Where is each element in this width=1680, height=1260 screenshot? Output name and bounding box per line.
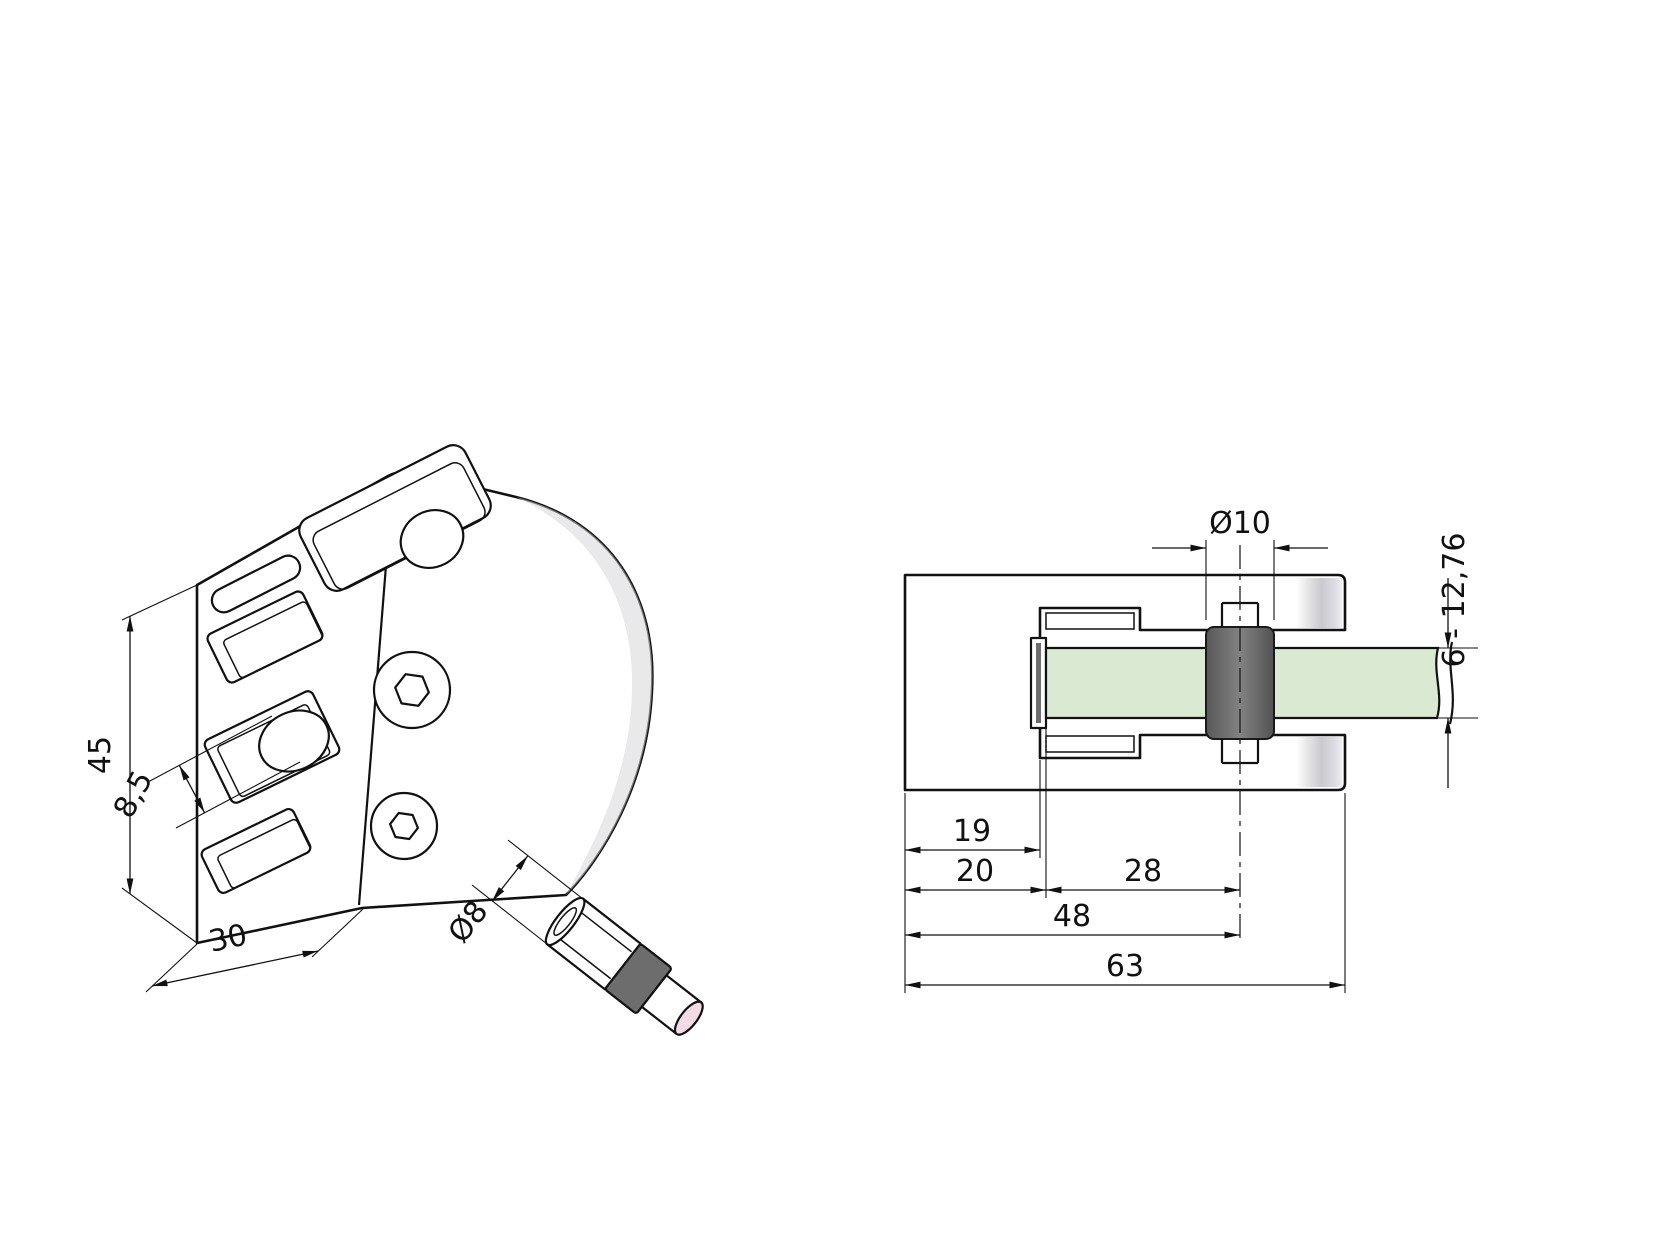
pin-tip bbox=[673, 1000, 704, 1036]
side-slot-upper bbox=[206, 590, 324, 684]
dim-depth-label: 30 bbox=[206, 918, 251, 960]
dim-glass-thickness-label: 6 - 12,76 bbox=[1437, 533, 1472, 668]
dim-height-45: 45 bbox=[83, 584, 198, 944]
jaw-shading-top bbox=[1296, 578, 1342, 628]
dim-depth-30: 30 bbox=[145, 908, 364, 993]
dim-hole-diameter-10: Ø10 bbox=[1152, 506, 1328, 620]
side-slot-lower bbox=[200, 807, 312, 895]
glass-stop-rubber bbox=[1036, 643, 1041, 723]
dim-hole-diameter-label: Ø10 bbox=[1209, 506, 1271, 541]
upper-clamp-screw bbox=[372, 650, 452, 730]
jaw-pad-top bbox=[1045, 612, 1135, 630]
dim-glass-thickness: 6 - 12,76 bbox=[1432, 533, 1478, 788]
jaw-pad-bottom bbox=[1045, 735, 1135, 753]
dim-bottom-chain: 19 20 28 48 63 bbox=[904, 726, 1346, 993]
rubber-pin bbox=[544, 896, 704, 1036]
isometric-view: 45 8,5 30 bbox=[83, 444, 654, 993]
dim-height-label: 45 bbox=[83, 736, 118, 774]
dim-48-label: 48 bbox=[1053, 899, 1091, 934]
jaw-shading-bottom bbox=[1296, 737, 1342, 787]
dim-63-label: 63 bbox=[1106, 949, 1144, 984]
side-pin-hole bbox=[258, 709, 330, 773]
body-shading bbox=[516, 497, 653, 895]
lower-clamp-screw bbox=[369, 791, 439, 861]
dim-19-label: 19 bbox=[953, 814, 991, 849]
glass-break-line bbox=[1448, 641, 1454, 725]
section-view: Ø10 6 - 12,76 19 20 28 48 63 bbox=[903, 506, 1478, 993]
top-screw-hole bbox=[399, 509, 465, 569]
top-small-slot bbox=[210, 554, 302, 614]
dim-28-label: 28 bbox=[1124, 854, 1162, 889]
dim-20-label: 20 bbox=[956, 854, 994, 889]
